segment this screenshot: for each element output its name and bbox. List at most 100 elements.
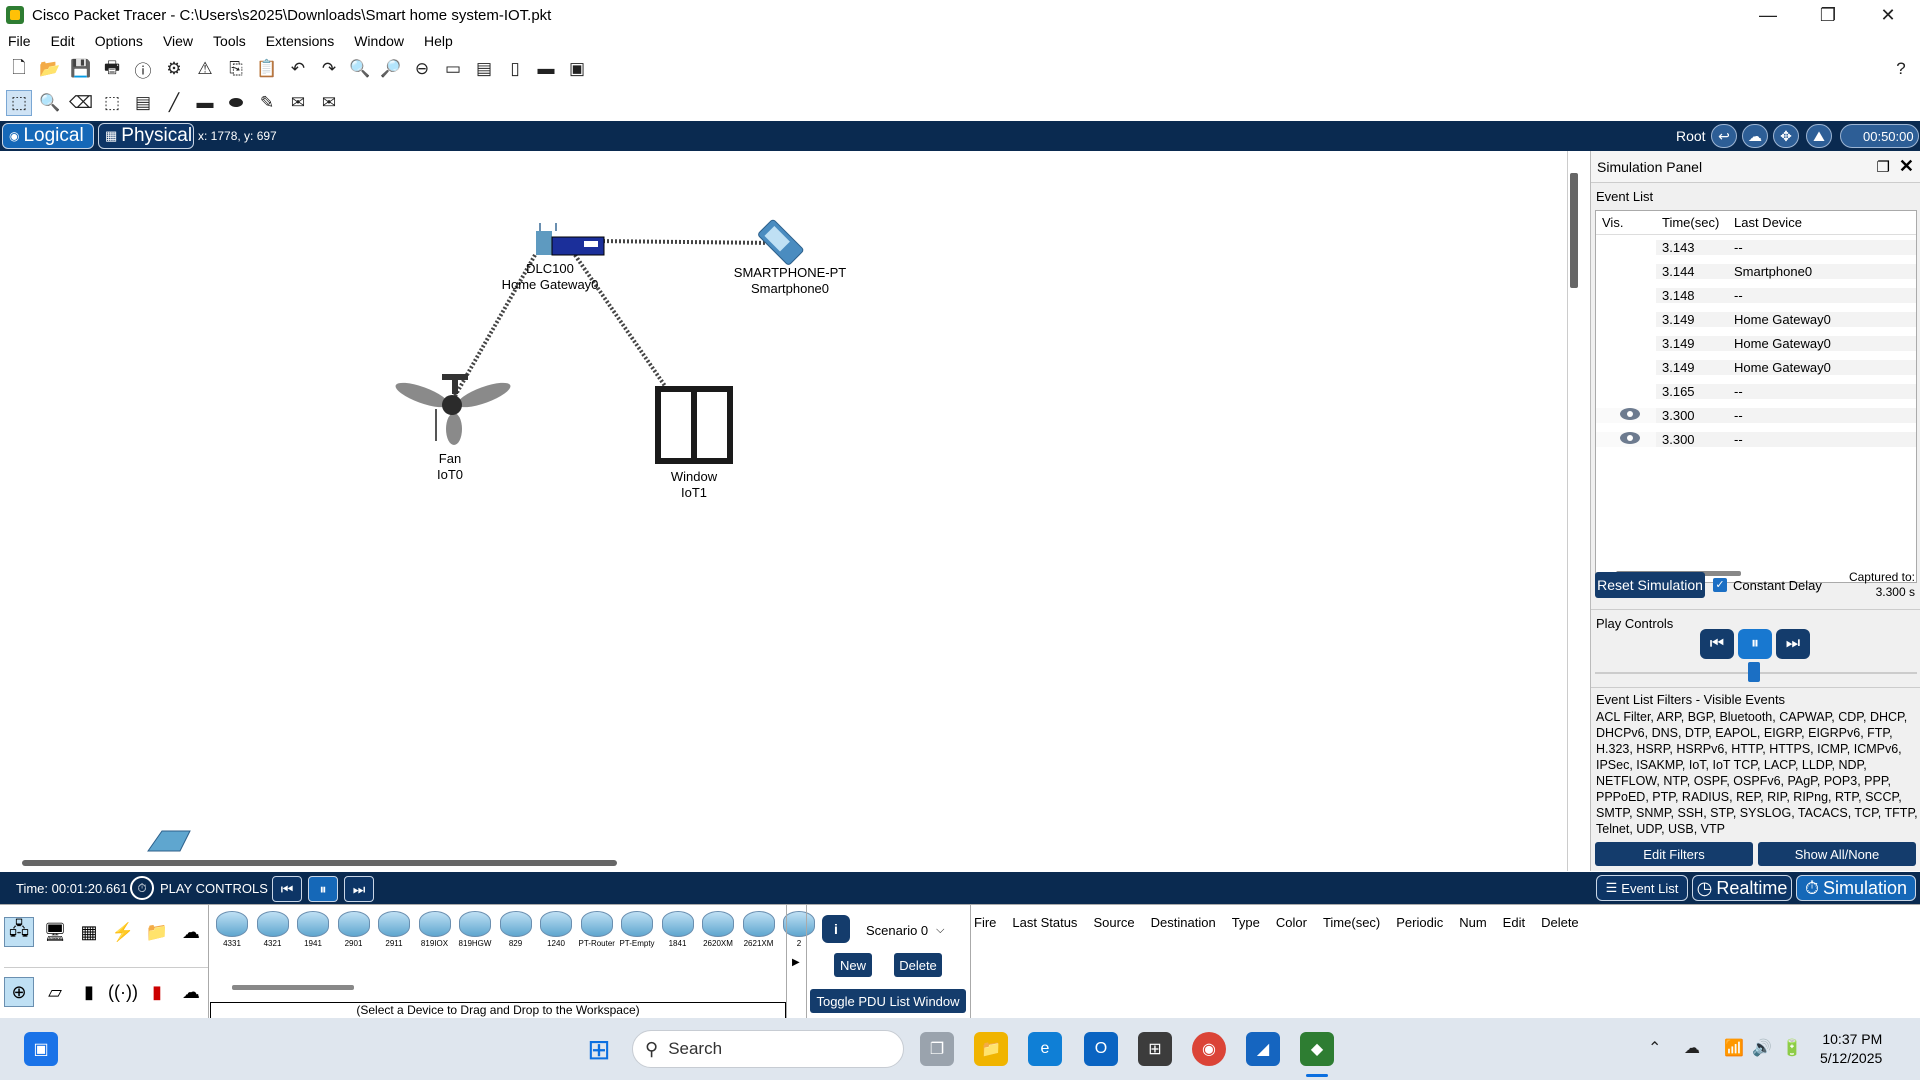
pdu-col-last-status[interactable]: Last Status — [1012, 915, 1078, 930]
device-model-item[interactable]: PT-Empty — [619, 911, 655, 948]
zoom-in-icon[interactable]: 🔍 — [349, 59, 371, 78]
cluster-icon[interactable] — [144, 827, 194, 855]
timer-icon[interactable]: ⏱ — [130, 876, 154, 900]
network-devices-category-icon[interactable]: 🖧 — [4, 917, 34, 947]
bar-pause-button[interactable]: ⏸ — [308, 876, 338, 902]
menu-extensions[interactable]: Extensions — [265, 33, 335, 49]
col-time[interactable]: Time(sec) — [1662, 215, 1720, 230]
info-icon[interactable]: ⓘ — [134, 61, 152, 81]
col-last-device[interactable]: Last Device — [1734, 215, 1802, 230]
event-list-toggle[interactable]: ☰ Event List — [1596, 875, 1688, 901]
print-icon[interactable]: 🖶 — [103, 57, 121, 77]
reset-simulation-button[interactable]: Reset Simulation — [1595, 572, 1705, 598]
pdu-col-periodic[interactable]: Periodic — [1396, 915, 1444, 930]
device-dialog-icon[interactable]: ▬ — [537, 59, 555, 78]
taskbar-clock[interactable]: 10:37 PM 5/12/2025 — [1820, 1030, 1882, 1068]
new-scenario-button[interactable]: New — [834, 953, 872, 977]
show-all-none-button[interactable]: Show All/None — [1758, 842, 1916, 866]
event-row[interactable]: 3.165-- — [1596, 379, 1916, 403]
menu-tools[interactable]: Tools — [213, 33, 246, 49]
scenario-info-icon[interactable]: i — [822, 915, 850, 943]
maximize-button[interactable]: ❐ — [1819, 4, 1837, 25]
security-subcategory-icon[interactable]: ▮ — [152, 981, 162, 1002]
device-model-item[interactable]: 1240 — [538, 911, 574, 948]
close-window-button[interactable]: ✕ — [1880, 4, 1896, 25]
device-model-item[interactable]: 2901 — [336, 911, 372, 948]
add-simple-pdu-icon[interactable]: ✉ — [290, 93, 306, 112]
menu-help[interactable]: Help — [424, 33, 453, 49]
drawing-palette-icon[interactable]: ▭ — [444, 59, 462, 78]
simulation-mode-tab[interactable]: ⏱ Simulation — [1796, 875, 1916, 901]
components-category-icon[interactable]: ▦ — [80, 921, 98, 942]
pdu-col-fire[interactable]: Fire — [974, 915, 997, 930]
inspect-icon[interactable]: 🔍 — [39, 93, 61, 112]
draw-line-icon[interactable]: ╱ — [168, 93, 180, 112]
workspace-vertical-scrollbar[interactable] — [1570, 173, 1578, 288]
workspace-horizontal-scrollbar[interactable] — [22, 860, 617, 866]
place-note-icon[interactable]: ▤ — [134, 93, 152, 112]
help-icon[interactable]: ? — [1896, 59, 1906, 78]
widgets-icon[interactable]: ▣ — [24, 1032, 58, 1066]
undo-icon[interactable]: ↶ — [290, 59, 306, 78]
device-model-item[interactable]: 819IOX — [417, 911, 453, 948]
event-row[interactable]: 3.148-- — [1596, 283, 1916, 307]
add-complex-pdu-icon[interactable]: ✉ — [321, 93, 337, 112]
open-file-icon[interactable]: 📂 — [39, 59, 61, 78]
back-icon[interactable]: ↩ — [1711, 124, 1737, 148]
menu-window[interactable]: Window — [354, 33, 404, 49]
menu-file[interactable]: File — [8, 33, 31, 49]
realtime-mode-tab[interactable]: ◷ Realtime — [1692, 875, 1792, 901]
delete-scenario-button[interactable]: Delete — [894, 953, 942, 977]
switches-subcategory-icon[interactable]: ▱ — [48, 981, 62, 1002]
pdu-col-time[interactable]: Time(sec) — [1322, 915, 1381, 930]
scenario-select[interactable]: Scenario 0 ⌵ — [862, 919, 956, 941]
draw-ellipse-icon[interactable]: ⬬ — [228, 93, 244, 112]
pdu-col-destination[interactable]: Destination — [1150, 915, 1216, 930]
event-vis-cell[interactable] — [1596, 407, 1656, 423]
event-row[interactable]: 3.300-- — [1596, 427, 1916, 451]
menu-edit[interactable]: Edit — [50, 33, 75, 49]
event-row[interactable]: 3.143-- — [1596, 235, 1916, 259]
speed-slider-handle[interactable] — [1748, 662, 1760, 682]
device-model-item[interactable]: 2621XM — [741, 911, 777, 948]
wireless-subcategory-icon[interactable]: ((·)) — [108, 981, 138, 1002]
connections-category-icon[interactable]: ⚡ — [111, 921, 135, 942]
store-icon[interactable]: ⊞ — [1138, 1032, 1172, 1066]
misc-category-icon[interactable]: 📁 — [145, 921, 169, 942]
device-model-item[interactable]: 4331 — [214, 911, 250, 948]
copy-icon[interactable]: ⎘ — [229, 59, 243, 78]
pdu-col-delete[interactable]: Delete — [1541, 915, 1579, 930]
fan-device[interactable] — [393, 374, 513, 445]
battery-icon[interactable]: 🔋 — [1782, 1040, 1802, 1057]
hubs-subcategory-icon[interactable]: ▮ — [84, 981, 94, 1002]
routers-subcategory-icon[interactable]: ⊕ — [4, 977, 34, 1007]
device-model-item[interactable]: 2 — [781, 911, 817, 948]
activity-wizard-icon[interactable]: ⚠ — [197, 59, 213, 78]
outlook-icon[interactable]: O — [1084, 1032, 1118, 1066]
screenshot-icon[interactable]: ▣ — [568, 59, 586, 78]
zoom-out-icon[interactable]: ⊖ — [414, 59, 430, 78]
device-model-item[interactable]: 2620XM — [700, 911, 736, 948]
pdu-col-type[interactable]: Type — [1231, 915, 1260, 930]
chevron-up-icon[interactable]: ⌃ — [1648, 1040, 1662, 1057]
device-model-item[interactable]: 1941 — [295, 911, 331, 948]
pdu-col-edit[interactable]: Edit — [1502, 915, 1526, 930]
app-icon[interactable]: ◢ — [1246, 1032, 1280, 1066]
minimize-button[interactable]: — — [1759, 4, 1777, 25]
device-model-item[interactable]: 819HGW — [457, 911, 493, 948]
step-back-button[interactable]: ⏮ — [1700, 629, 1734, 659]
home-gateway-device[interactable] — [536, 223, 605, 256]
device-models-scrollbar[interactable] — [232, 985, 354, 990]
device-model-item[interactable]: 2911 — [376, 911, 412, 948]
toggle-pdu-list-button[interactable]: Toggle PDU List Window — [810, 989, 966, 1013]
task-view-icon[interactable]: ❐ — [920, 1032, 954, 1066]
device-model-item[interactable]: 4321 — [255, 911, 291, 948]
volume-icon[interactable]: 🔊 — [1752, 1040, 1772, 1057]
taskbar-search[interactable]: ⚲ Search — [632, 1030, 904, 1068]
pause-button[interactable]: ⏸ — [1738, 629, 1772, 659]
edit-filters-button[interactable]: Edit Filters — [1595, 842, 1753, 866]
